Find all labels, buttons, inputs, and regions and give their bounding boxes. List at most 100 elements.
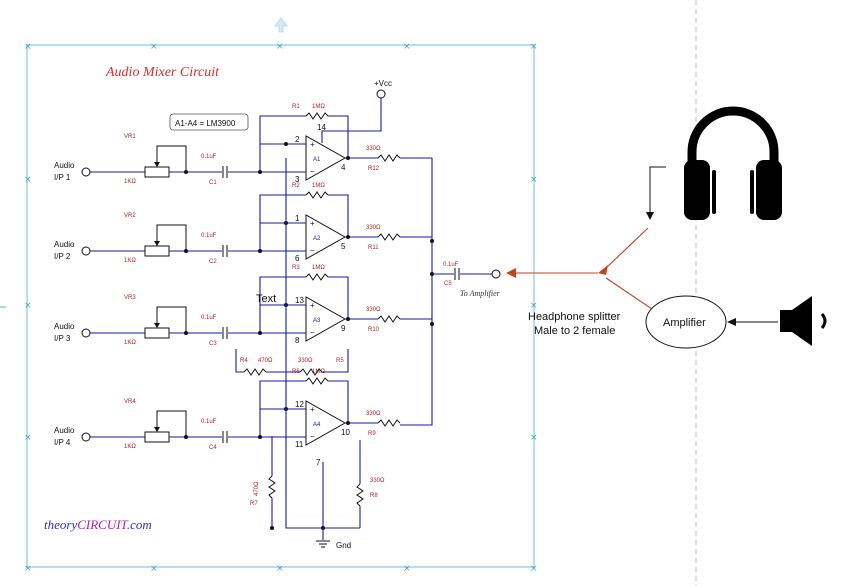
cap-name: C4 [209, 445, 217, 451]
output-resistor [377, 419, 401, 427]
pot-wiper-loop [156, 145, 187, 172]
r5-value: 330Ω [298, 358, 313, 364]
svg-text:×: × [530, 175, 538, 185]
input-label: Audio [54, 426, 75, 435]
r8-value: 330Ω [370, 478, 385, 484]
splitter-arrow-icon [598, 265, 608, 275]
amp-name: A1 [313, 157, 321, 163]
input-node [258, 435, 262, 439]
pot-node [184, 170, 188, 174]
amp-name: A3 [313, 318, 321, 324]
ground-symbol-icon [316, 540, 330, 548]
input-label: Audio [54, 322, 75, 331]
c5-name: C5 [444, 281, 452, 287]
input-pin-number: 3 [295, 175, 300, 184]
svg-text:×: × [403, 42, 411, 52]
r4-value: 470Ω [258, 358, 273, 364]
input-label: Audio [54, 161, 75, 170]
r4-wire-a [235, 349, 244, 373]
wiper-arrow-icon [154, 323, 160, 328]
fb-res-value: 1MΩ [312, 183, 325, 189]
cap-value: 0.1uF [201, 315, 217, 321]
headphone-cable [649, 166, 666, 214]
feedback-wire-b [328, 194, 349, 237]
diagram-title: Audio Mixer Circuit [105, 65, 220, 80]
op-amp-symbol [305, 214, 347, 260]
fb-pin-number: 12 [295, 400, 304, 409]
pot-name: VR1 [124, 134, 136, 140]
splitter-line-headphone [605, 227, 649, 269]
input-terminal [81, 432, 91, 442]
inv-sign: − [310, 167, 315, 176]
cap-value: 0.1uF [201, 154, 217, 160]
fb-pin-number: 1 [295, 214, 300, 223]
cap-value: 0.1uF [201, 233, 217, 239]
brand-logo: theoryCIRCUIT.com [44, 517, 152, 532]
wiper-arrow-icon [154, 427, 160, 432]
gnd-label: Gnd [336, 541, 351, 550]
input-node [258, 170, 262, 174]
floating-text[interactable]: Text [256, 293, 276, 305]
feedback-wire-b [328, 276, 349, 319]
input-terminal [81, 328, 91, 338]
r5-wire [322, 349, 349, 373]
svg-text:×: × [403, 564, 411, 574]
op-amp-symbol [305, 296, 347, 342]
feedback-resistor [305, 273, 329, 281]
c5-value: 0.1uF [443, 262, 459, 268]
gnd-pin: 7 [316, 458, 321, 467]
potentiometer [144, 431, 170, 443]
vcc-wire [321, 98, 382, 143]
speaker-icon [780, 296, 827, 346]
input-sub-label: I/P 3 [54, 334, 71, 343]
wiper-arrow-icon [154, 162, 160, 167]
r5-resistor [299, 368, 323, 376]
out-res-value: 330Ω [366, 411, 381, 417]
speaker-arrow-icon [727, 318, 736, 326]
feedback-wire-a [259, 115, 306, 144]
mix-bus [400, 158, 433, 426]
inv-sign: − [310, 246, 315, 255]
feedback-input-wire [259, 304, 306, 333]
amp-name: A2 [313, 236, 321, 242]
fb-res-name: R3 [292, 265, 300, 271]
pot-wiper-loop [156, 224, 187, 251]
vcc-terminal [376, 89, 386, 99]
input-node [258, 331, 262, 335]
feedback-resistor [305, 191, 329, 199]
selection-frame[interactable] [26, 44, 535, 568]
svg-text:×: × [24, 175, 32, 185]
output-pin-number: 4 [341, 163, 346, 172]
headphones-icon [684, 106, 782, 220]
op-amp-symbol [305, 400, 347, 446]
r5-name: R5 [336, 358, 344, 364]
output-node [346, 156, 350, 160]
amplifier-node[interactable] [645, 295, 727, 349]
wiper-arrow-icon [154, 241, 160, 246]
feedback-wire-a [259, 276, 306, 305]
pot-value: 1KΩ [124, 444, 136, 450]
pot-wiper-loop [156, 410, 187, 437]
svg-text:×: × [24, 433, 32, 443]
selection-handles[interactable]: ××××× ×× ×× ×× ××××× [24, 42, 538, 574]
input-pin-number: 11 [295, 440, 304, 449]
input-sub-label: I/P 4 [54, 438, 71, 447]
rotate-arrow-icon[interactable] [274, 17, 288, 33]
out-res-value: 330Ω [366, 307, 381, 313]
r8-name: R8 [370, 493, 378, 499]
noninv-sign: + [310, 140, 315, 149]
splitter-label-1: Headphone splitter [528, 311, 621, 323]
fb-res-value: 1MΩ [312, 265, 325, 271]
fb-res-name: R1 [292, 104, 300, 110]
cap-name: C3 [209, 341, 217, 347]
to-amplifier-label: To Amplifier [460, 289, 501, 298]
output-resistor [377, 154, 401, 162]
r7-resistor [268, 475, 276, 499]
out-res-name: R10 [368, 327, 380, 333]
r4-name: R4 [240, 358, 248, 364]
svg-text:×: × [24, 564, 32, 574]
